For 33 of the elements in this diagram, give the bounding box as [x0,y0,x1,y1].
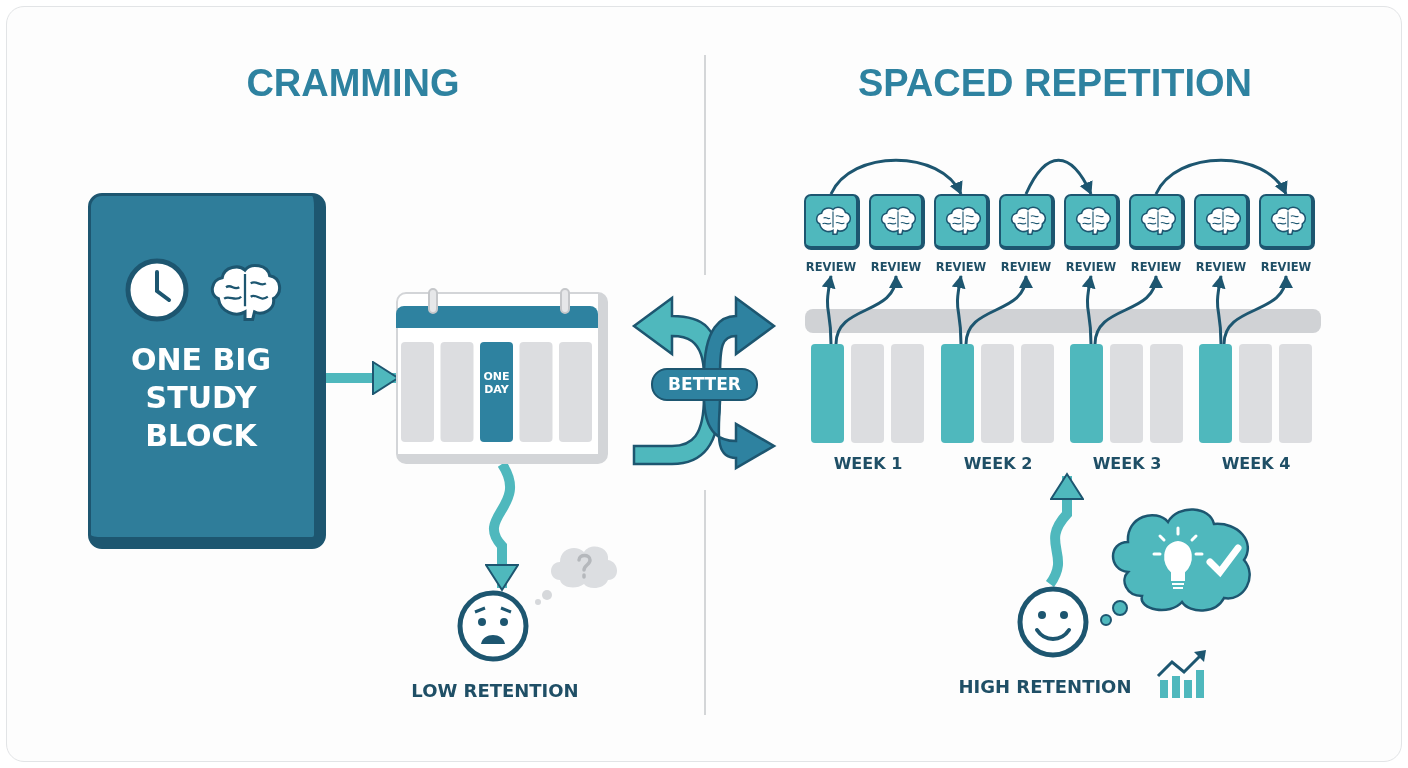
week-label: WEEK 2 [962,454,1034,473]
review-label: REVIEW [1064,260,1118,274]
section-heading: CRAMMING [245,62,461,105]
arrow [1222,275,1292,345]
review-label: REVIEW [869,260,923,274]
arrow [1154,158,1288,195]
arrow [485,461,519,591]
arrow [1045,473,1084,587]
arrow [829,158,963,195]
day-label: ONE DAY [482,370,511,396]
review-label: REVIEW [999,260,1053,274]
arrow [964,275,1032,345]
review-label: REVIEW [1194,260,1248,274]
review-label: REVIEW [934,260,988,274]
study-block [88,193,326,549]
arrow [1081,275,1096,345]
arrow [821,275,836,345]
week-label: WEEK 1 [832,454,904,473]
block-label: ONE BIG STUDY BLOCK [129,341,273,455]
better-tag: BETTER [651,368,758,401]
retention-label: HIGH RETENTION [957,676,1133,697]
week-label: WEEK 3 [1091,454,1163,473]
arrow [1093,275,1162,345]
section-heading: SPACED REPETITION [856,62,1254,105]
arrow [1211,275,1226,345]
review-label: REVIEW [1259,260,1313,274]
arrow [834,275,902,345]
retention-label: LOW RETENTION [410,680,580,701]
arrow [951,275,966,345]
arrow [1024,159,1093,195]
week-label: WEEK 4 [1220,454,1292,473]
review-label: REVIEW [804,260,858,274]
review-label: REVIEW [1129,260,1183,274]
